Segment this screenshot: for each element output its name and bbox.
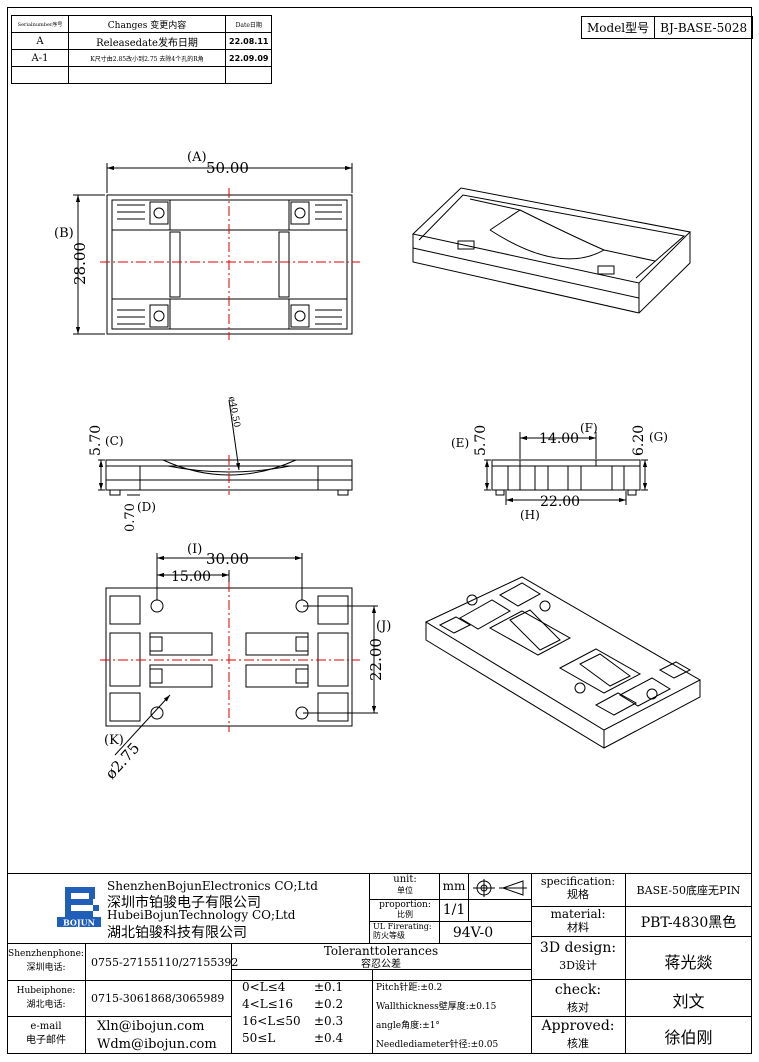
phone-hb-label: Hubeiphone:	[16, 986, 76, 996]
wall-tolerance: Wallthickness壁厚度:±0.15	[376, 1002, 497, 1012]
tolerance-row: 4<L≤16±0.2	[242, 997, 344, 1011]
company-cn-2: 湖北铂骏科技有限公司	[107, 925, 247, 941]
bojun-logo: BOJUN	[57, 887, 101, 927]
ul-label: UL Firerating:	[373, 922, 432, 931]
proportion-value: 1/1	[442, 902, 466, 918]
company-cn-1: 深圳市铂骏电子有限公司	[107, 895, 261, 911]
design-value: 蒋光燚	[664, 953, 713, 972]
dim-f-label: (F)	[580, 421, 598, 435]
tolerance-row: 16<L≤50±0.3	[242, 1014, 344, 1028]
dim-d-label: (D)	[137, 500, 156, 514]
dim-e-value: 5.70	[473, 425, 489, 456]
proportion-label: proportion:	[379, 900, 431, 910]
phone-sz-label: Shenzhenphone:	[8, 949, 84, 959]
angle-tolerance: angle角度:±1°	[376, 1021, 440, 1031]
phone-hb-label-cn: 湖北电话:	[26, 1000, 66, 1010]
title-block: BOJUN ShenzhenBojunElectronics CO;Ltd 深圳…	[7, 873, 752, 1054]
dim-i-value: 30.00	[206, 550, 249, 568]
side-view-right	[484, 432, 648, 505]
unit-label-cn: 单位	[397, 886, 413, 895]
dim-h-value: 22.00	[540, 494, 580, 510]
dim-j-label: (J)	[376, 619, 391, 634]
approved-value: 徐伯刚	[664, 1028, 713, 1047]
needle-tolerance: Needlediameter针径:±0.05	[376, 1040, 499, 1050]
check-label: check:	[554, 982, 602, 998]
dim-h-label: (H)	[520, 508, 540, 522]
spec-label-cn: 规格	[567, 888, 589, 901]
tolerance-row: 50≤L±0.4	[242, 1031, 344, 1045]
unit-value: mm	[442, 879, 466, 893]
dim-k-label: (K)	[104, 733, 124, 748]
dim-j-value: 22.00	[367, 638, 385, 681]
phone-sz-value: 0755-27155110/27155392	[91, 956, 239, 969]
material-value: PBT-4830黑色	[640, 915, 737, 931]
ul-value: 94V-0	[452, 925, 494, 941]
check-value: 刘文	[672, 992, 705, 1011]
dim-a-value: 50.00	[206, 159, 249, 177]
side-view-left	[98, 399, 353, 496]
unit-label: unit:	[393, 874, 417, 885]
company-en-2: HubeiBojunTechnology CO;Ltd	[107, 908, 296, 922]
dim-f-value: 14.00	[539, 431, 579, 447]
design-label-cn: 3D设计	[559, 959, 597, 972]
check-label-cn: 核对	[567, 1001, 589, 1014]
email-2: Wdm@ibojun.com	[97, 1037, 217, 1052]
dim-radius-value: ø40.50	[226, 396, 241, 429]
model-value: BJ-BASE-5028	[654, 16, 754, 39]
logo-text: BOJUN	[63, 918, 95, 928]
design-label: 3D design:	[539, 940, 617, 956]
email-label: e-mail	[30, 1021, 62, 1032]
tolerance-row: 0<L≤4±0.1	[242, 980, 344, 994]
pitch-tolerance: Pitch针距:±0.2	[376, 983, 443, 993]
email-label-cn: 电子邮件	[26, 1035, 66, 1046]
model-label: Model型号	[580, 16, 656, 39]
top-view	[73, 163, 360, 340]
phone-hb-value: 0715-3061868/3065989	[91, 992, 225, 1005]
dim-a-label: (A)	[187, 150, 207, 165]
projection-symbol-icon	[473, 879, 527, 897]
bottom-view	[100, 553, 378, 756]
ul-label-cn: 防火等级	[373, 931, 405, 940]
dim-c-value: 5.70	[88, 425, 104, 456]
rev-row-date	[224, 66, 273, 84]
dim-g-value: 6.20	[631, 425, 647, 456]
model-box: Model型号 BJ-BASE-5028	[580, 16, 754, 39]
proportion-label-cn: 比例	[397, 910, 413, 919]
dim-b-label: (B)	[54, 226, 74, 241]
material-label: material:	[550, 907, 606, 921]
tol-title-cn: 容忍公差	[361, 959, 401, 970]
dim-b-value: 28.00	[71, 242, 89, 285]
dim-d-value: 0.70	[123, 503, 138, 532]
isometric-view-bottom	[424, 576, 702, 749]
spec-label: specification:	[540, 875, 616, 888]
technical-drawing: (A) 50.00 (B) 28.00	[54, 150, 702, 783]
revision-table: Serialnumber序号 Changes 变更内容 Date日期 A Rel…	[11, 15, 273, 84]
approved-label-cn: 核准	[567, 1037, 589, 1050]
dim-half-value: 15.00	[171, 569, 211, 585]
spec-value: BASE-50底座无PIN	[636, 884, 741, 897]
phone-sz-label-cn: 深圳电话:	[26, 963, 66, 973]
dim-c-label: (C)	[105, 434, 124, 448]
isometric-view-top	[411, 187, 692, 314]
dim-e-label: (E)	[451, 436, 469, 450]
approved-label: Approved:	[541, 1018, 615, 1034]
dim-i-label: (I)	[187, 542, 202, 557]
dim-g-label: (G)	[649, 430, 668, 444]
company-en-1: ShenzhenBojunElectronics CO;Ltd	[107, 879, 318, 893]
tol-title: Toleranttolerances	[323, 944, 439, 958]
material-label-cn: 材料	[567, 921, 589, 934]
email-1: Xln@ibojun.com	[97, 1019, 205, 1034]
